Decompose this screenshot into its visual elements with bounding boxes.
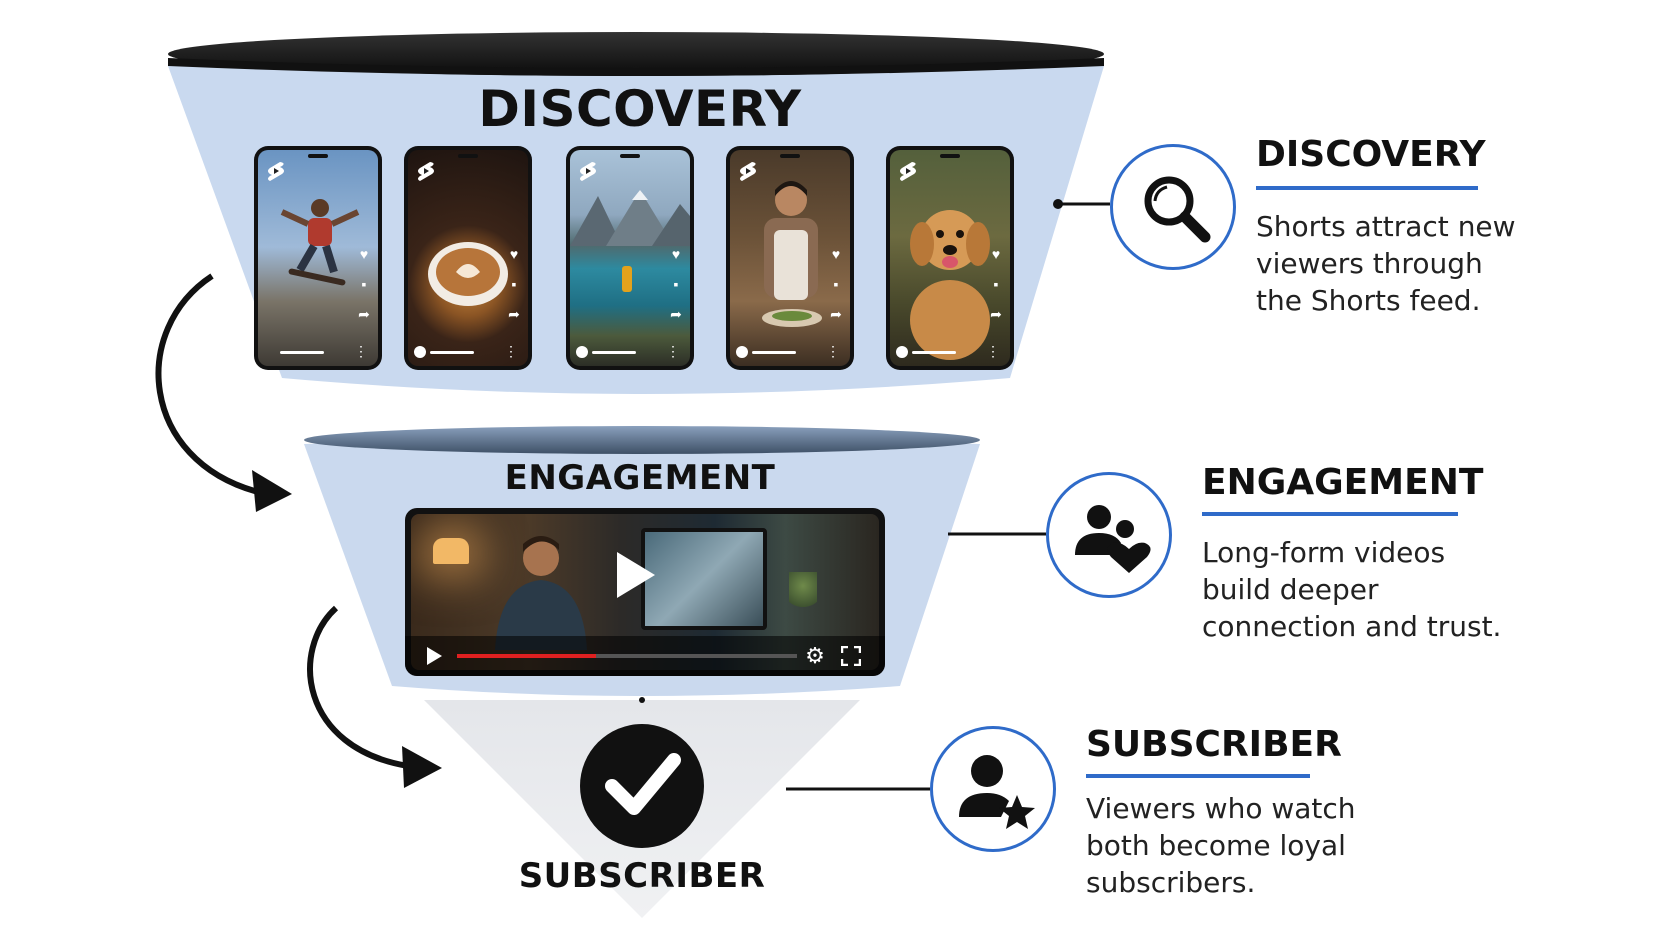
short-actions: ♥ ▪ ➦ <box>828 246 844 336</box>
play-icon[interactable] <box>425 646 443 666</box>
latte-cup <box>428 242 508 306</box>
more-icon[interactable]: ⋮ <box>354 343 368 359</box>
comment-icon[interactable]: ▪ <box>673 276 679 292</box>
engagement-legend-title: ENGAGEMENT <box>1202 462 1484 503</box>
heart-icon[interactable]: ♥ <box>991 246 1001 262</box>
more-icon[interactable]: ⋮ <box>826 343 840 359</box>
comment-icon[interactable]: ▪ <box>833 276 839 292</box>
short-phone-1[interactable]: ♥ ▪ ➦ ⋮ <box>254 146 382 370</box>
engagement-legend-rule <box>1202 512 1458 516</box>
heart-icon[interactable]: ♥ <box>359 246 369 262</box>
channel-avatar[interactable] <box>896 346 908 358</box>
cook-figure <box>762 181 822 327</box>
short-thumbnail-latte <box>408 150 528 366</box>
progress-fill <box>457 654 597 658</box>
subscriber-heading: SUBSCRIBER <box>518 856 766 896</box>
discovery-rim <box>168 32 1104 76</box>
discovery-legend-rule <box>1256 186 1478 190</box>
channel-avatar[interactable] <box>736 346 748 358</box>
engagement-legend-text: Long-form videos build deeper connection… <box>1202 536 1502 643</box>
settings-icon[interactable]: ⚙ <box>805 643 825 668</box>
shorts-logo-icon <box>900 162 916 181</box>
subscriber-dot <box>639 697 645 703</box>
share-icon[interactable]: ➦ <box>508 306 520 322</box>
comment-icon[interactable]: ▪ <box>511 276 517 292</box>
heart-icon[interactable]: ♥ <box>671 246 681 262</box>
more-icon[interactable]: ⋮ <box>666 343 680 359</box>
shorts-logo-icon <box>418 162 434 181</box>
heart-icon[interactable]: ♥ <box>509 246 519 262</box>
discovery-legend-title: DISCOVERY <box>1256 134 1486 175</box>
short-actions: ♥ ▪ ➦ <box>356 246 372 336</box>
hiker <box>622 266 632 292</box>
engagement-rim <box>304 426 980 454</box>
short-phone-5[interactable]: ♥ ▪ ➦ ⋮ <box>886 146 1014 370</box>
discovery-legend-circle <box>1110 144 1236 270</box>
mountains <box>570 190 690 246</box>
big-play-icon[interactable] <box>613 550 657 600</box>
flow-arrow-2-head <box>402 746 442 788</box>
discovery-legend-text: Shorts attract new viewers through the S… <box>1256 210 1516 317</box>
flow-arrow-1-head <box>252 470 292 512</box>
share-icon[interactable]: ➦ <box>670 306 682 322</box>
subscriber-legend-title: SUBSCRIBER <box>1086 724 1342 765</box>
dog-figure <box>910 210 990 360</box>
progress-line <box>912 351 956 354</box>
engagement-legend-circle <box>1046 472 1172 598</box>
discovery-heading: DISCOVERY <box>478 80 802 138</box>
progress-line <box>280 351 324 354</box>
subscriber-legend-circle <box>930 726 1056 852</box>
lamp <box>433 538 469 564</box>
share-icon[interactable]: ➦ <box>358 306 370 322</box>
heart-icon[interactable]: ♥ <box>831 246 841 262</box>
magnifier-icon <box>1144 176 1211 243</box>
short-thumbnail-golden-retriever <box>890 150 1010 366</box>
flow-arrow-1 <box>155 273 259 495</box>
short-actions: ♥ ▪ ➦ <box>506 246 522 336</box>
short-actions: ♥ ▪ ➦ <box>668 246 684 336</box>
people-heart-icon <box>1075 505 1151 573</box>
more-icon[interactable]: ⋮ <box>504 343 518 359</box>
checkmark-icon <box>605 753 681 815</box>
shorts-logo-icon <box>740 162 756 181</box>
progress-line <box>430 351 474 354</box>
shorts-logo-icon <box>580 162 596 181</box>
engagement-heading: ENGAGEMENT <box>504 458 776 498</box>
channel-avatar[interactable] <box>414 346 426 358</box>
short-phone-4[interactable]: ♥ ▪ ➦ ⋮ <box>726 146 854 370</box>
progress-line <box>752 351 796 354</box>
flow-arrow-2 <box>307 605 409 769</box>
share-icon[interactable]: ➦ <box>830 306 842 322</box>
subscriber-legend-text: Viewers who watch both become loyal subs… <box>1086 792 1356 899</box>
subscriber-legend-rule <box>1086 774 1310 778</box>
share-icon[interactable]: ➦ <box>990 306 1002 322</box>
viewer-figure <box>495 536 587 650</box>
fullscreen-icon[interactable] <box>841 646 861 666</box>
comment-icon[interactable]: ▪ <box>993 276 999 292</box>
progress-line <box>592 351 636 354</box>
monitor <box>641 528 767 630</box>
short-actions: ♥ ▪ ➦ <box>988 246 1004 336</box>
check-badge <box>580 724 704 848</box>
short-thumbnail-skateboarder <box>258 150 378 366</box>
shorts-logo-icon <box>268 162 284 181</box>
skateboarder-figure <box>280 199 360 286</box>
user-star-icon <box>959 755 1035 829</box>
comment-icon[interactable]: ▪ <box>361 276 367 292</box>
short-phone-2[interactable]: ♥ ▪ ➦ ⋮ <box>404 146 532 370</box>
progress-track[interactable] <box>457 654 797 658</box>
short-thumbnail-mountain-lake <box>570 150 690 366</box>
short-phone-3[interactable]: ♥ ▪ ➦ ⋮ <box>566 146 694 370</box>
plant <box>789 572 817 618</box>
channel-avatar[interactable] <box>576 346 588 358</box>
video-player[interactable]: ⚙ <box>405 508 885 676</box>
short-thumbnail-cooking <box>730 150 850 366</box>
more-icon[interactable]: ⋮ <box>986 343 1000 359</box>
